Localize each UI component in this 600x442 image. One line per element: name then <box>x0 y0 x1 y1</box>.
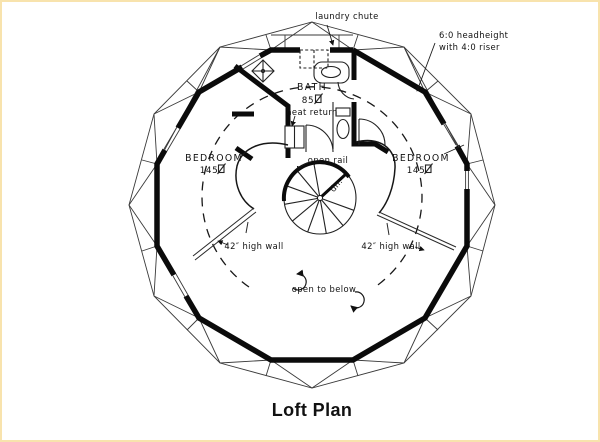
laundry-chute-box <box>299 49 329 69</box>
label-open-to-below: open to below <box>292 284 357 294</box>
sqft-symbol <box>424 163 433 175</box>
label-laundry-chute: laundry chute <box>315 11 378 21</box>
label-high-wall-left: 42″ high wall <box>224 241 283 251</box>
interior-walls <box>232 50 390 162</box>
sqft-symbol <box>314 93 323 105</box>
sqft-symbol <box>217 163 226 175</box>
leader-lines <box>217 24 465 252</box>
floor-edge-curves <box>235 139 396 214</box>
label-open-rail: open rail <box>308 155 348 165</box>
label-heat-return: heat return <box>286 107 338 117</box>
label-bedroom-right: BEDROOM <box>392 153 450 164</box>
skylight-icon <box>251 59 275 83</box>
open-below-arrows <box>292 269 365 313</box>
high-wall-lines <box>192 207 457 261</box>
label-high-wall-right: 42″ high wall <box>361 241 420 251</box>
vanity <box>313 61 350 84</box>
stair-rail <box>281 160 351 202</box>
label-bedroom-left: BEDROOM <box>185 153 243 164</box>
label-headheight-2: with 4:0 riser <box>439 42 500 52</box>
dome-shell-facets <box>128 21 496 389</box>
bath-fixtures <box>313 61 351 149</box>
sink <box>320 65 342 79</box>
label-bath-area: 85 <box>302 96 314 106</box>
page-title: Loft Plan <box>272 400 353 420</box>
label-bedroom-right-area: 145 <box>407 166 426 176</box>
spiral-stair: dn. <box>281 160 357 235</box>
perimeter-wall <box>154 47 470 363</box>
window-glazing <box>163 54 469 298</box>
label-headheight-1: 6:0 headheight <box>439 30 509 40</box>
toilet <box>336 118 350 140</box>
label-bedroom-left-area: 145 <box>200 166 219 176</box>
headheight-dashed-line <box>201 86 423 288</box>
toilet-tank <box>335 107 351 117</box>
label-bath: BATH <box>297 82 327 93</box>
